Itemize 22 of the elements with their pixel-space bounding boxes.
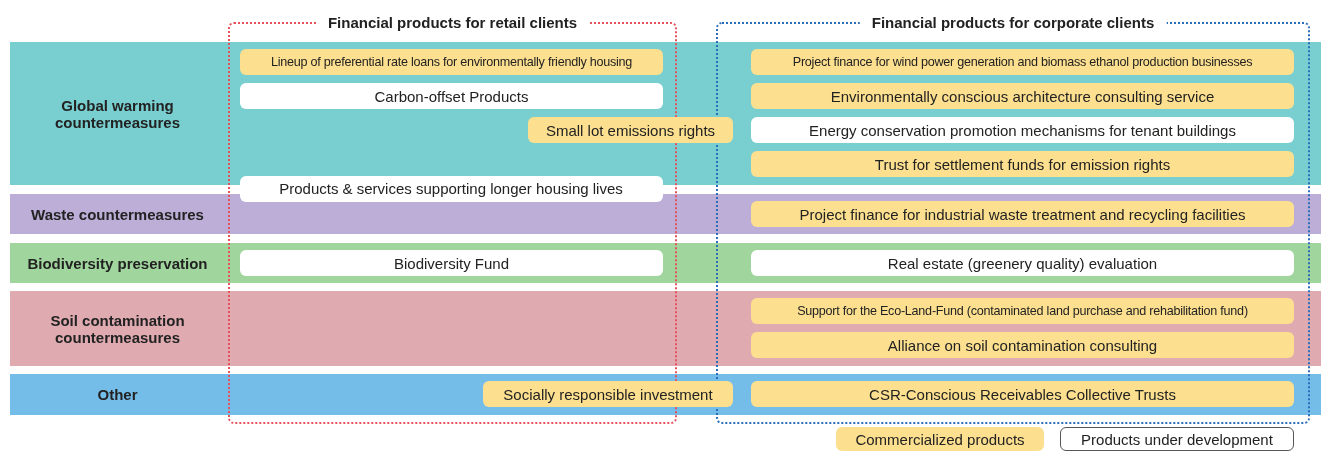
development-product-box: Real estate (greenery quality) evaluation [751, 250, 1294, 276]
commercialized-product-box: Socially responsible investment [483, 381, 733, 407]
commercialized-product-box: Lineup of preferential rate loans for environmentally friendly housing [240, 49, 663, 75]
legend-key: Products under development [1060, 427, 1294, 451]
category-label: Other [96, 385, 139, 405]
category-label: Global warming countermeasures [53, 95, 182, 133]
commercialized-product-box: Support for the Eco-Land-Fund (contaminated land purchase and rehabilitation fund) [751, 298, 1294, 324]
development-product-box: Carbon-offset Products [240, 83, 663, 109]
development-product-box: Biodiversity Fund [240, 250, 663, 276]
category-label: Waste countermeasures [30, 204, 205, 225]
development-product-box: Energy conservation promotion mechanisms for tenant buildings [751, 117, 1294, 143]
legend-key: Commercialized products [836, 427, 1044, 451]
commercialized-product-box: Trust for settlement funds for emission rights [751, 151, 1294, 177]
commercialized-product-box: Environmentally conscious architecture consulting service [751, 83, 1294, 109]
commercialized-product-box: Small lot emissions rights [528, 117, 733, 143]
category-label: Biodiversity preservation [26, 253, 209, 274]
commercialized-product-box: Alliance on soil contamination consulting [751, 332, 1294, 358]
commercialized-product-box: Project finance for wind power generation and biomass ethanol production businesses [751, 49, 1294, 75]
commercialized-product-box: Project finance for industrial waste treatment and recycling facilities [751, 201, 1294, 227]
development-product-box: Products & services supporting longer housing lives [239, 175, 663, 202]
commercialized-product-box: CSR-Conscious Receivables Collective Trusts [751, 381, 1294, 407]
category-label: Soil contamination countermeasures [49, 310, 186, 348]
